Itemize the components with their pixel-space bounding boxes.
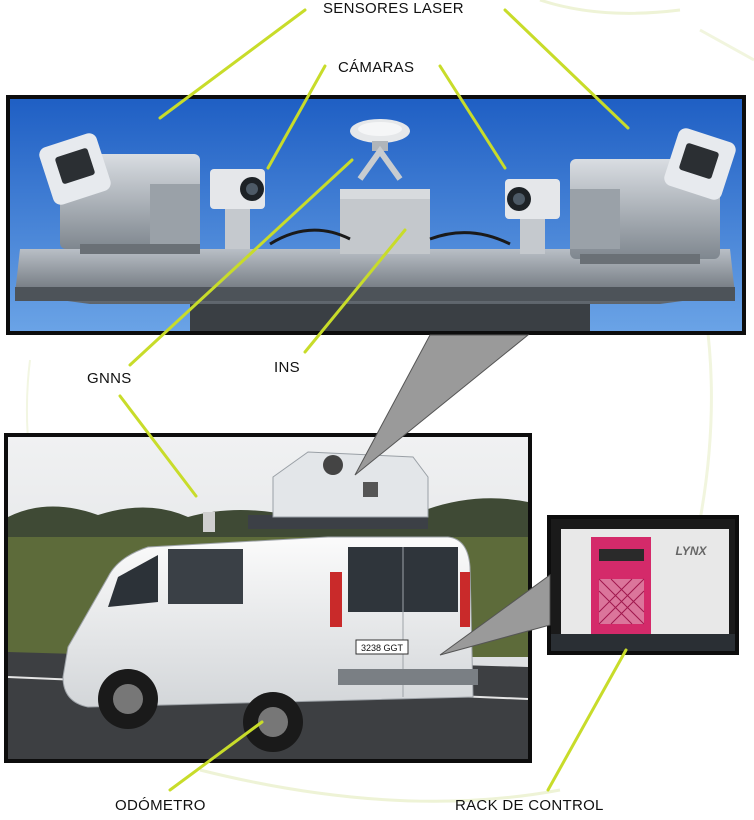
- label-sensores-laser: SENSORES LASER: [323, 0, 464, 17]
- label-camaras: CÁMARAS: [338, 59, 415, 76]
- sensor-platform-photo: [6, 95, 746, 335]
- label-rack-de-control: RACK DE CONTROL: [455, 797, 604, 814]
- label-ins: INS: [274, 359, 300, 376]
- van-photo: 3238 GGT: [4, 433, 532, 763]
- control-rack-photo: LYNX: [547, 515, 739, 655]
- label-odometro: ODÓMETRO: [115, 797, 206, 814]
- rack-brand-logo: LYNX: [675, 544, 707, 558]
- van-license-plate: 3238 GGT: [361, 643, 404, 653]
- label-gnns: GNNS: [87, 370, 132, 387]
